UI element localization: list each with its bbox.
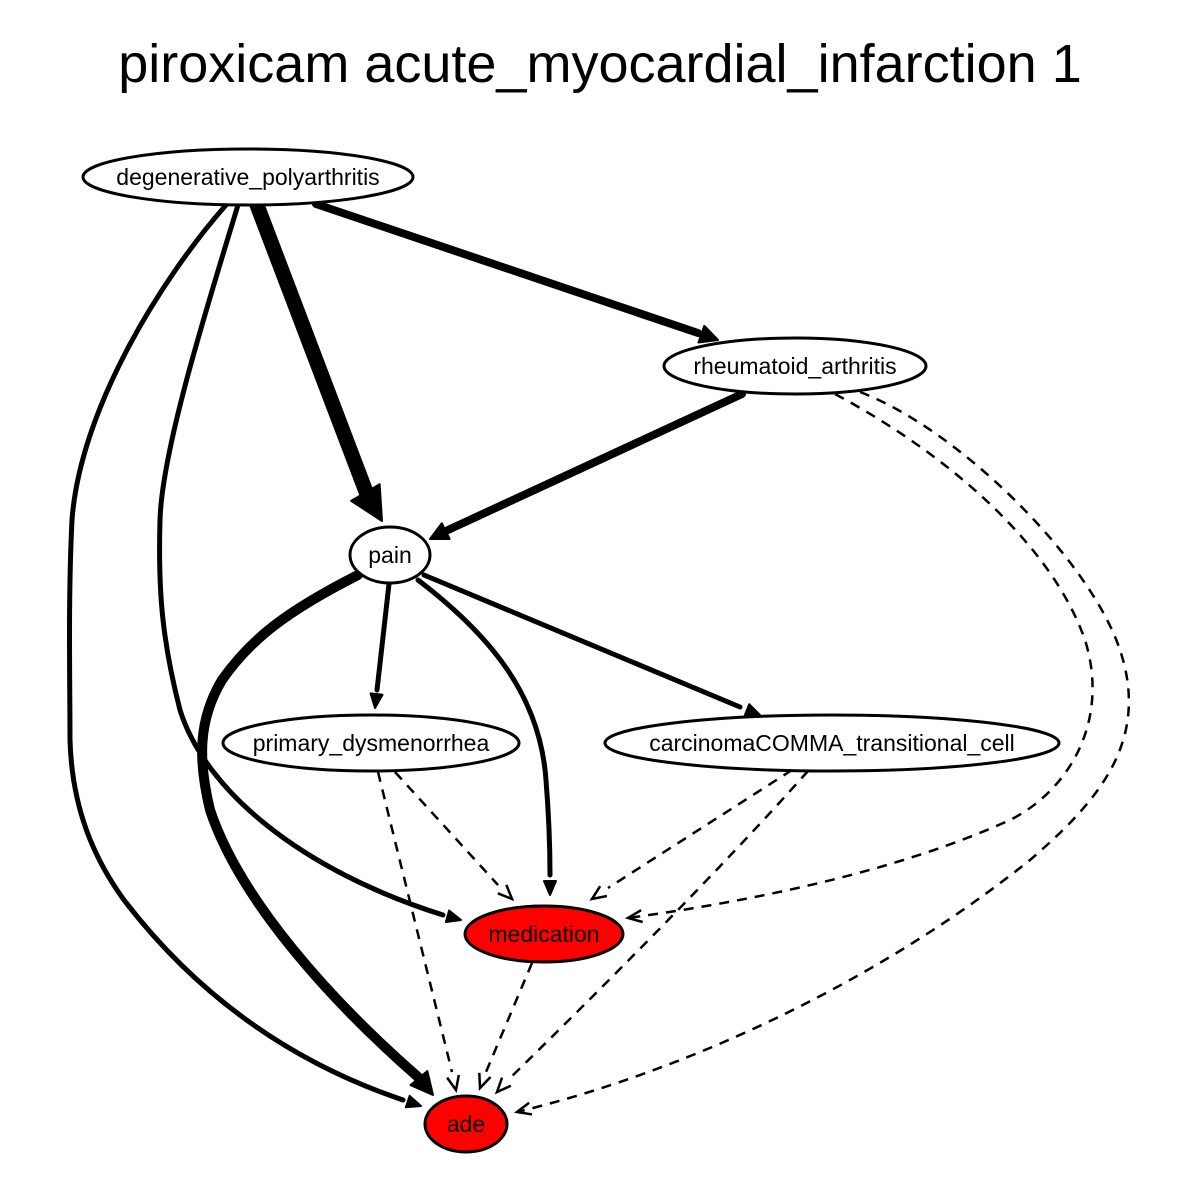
node-label: carcinomaCOMMA_transitional_cell xyxy=(649,730,1015,756)
edge-line xyxy=(421,572,743,710)
node-label: degenerative_polyarthritis xyxy=(116,164,379,190)
edge-arrowhead xyxy=(350,483,383,522)
node-ellipse xyxy=(423,1094,509,1154)
node-ellipse xyxy=(81,147,415,207)
graph-title: piroxicam acute_myocardial_infarction 1 xyxy=(118,34,1081,94)
node-label: medication xyxy=(488,921,599,947)
edge-degenerative_polyarthritis-to-ade xyxy=(67,202,422,1109)
edge-arrowhead xyxy=(513,1101,533,1116)
edge-line xyxy=(415,577,553,878)
edge-arrowhead xyxy=(478,1072,492,1091)
edge-line xyxy=(507,770,809,1081)
edge-arrowhead xyxy=(444,909,462,924)
edge-primary_dysmenorrhea-to-medication xyxy=(394,771,515,902)
node-rheumatoid_arthritis: rheumatoid_arthritis xyxy=(662,336,928,396)
node-medication: medication xyxy=(463,904,625,964)
node-label: primary_dysmenorrhea xyxy=(253,730,490,756)
edge-degenerative_polyarthritis-to-pain xyxy=(249,197,383,522)
edge-pain-to-primary_dysmenorrhea xyxy=(369,581,392,709)
node-label: ade xyxy=(447,1111,485,1137)
edge-line xyxy=(374,581,392,693)
edge-arrowhead xyxy=(404,1094,422,1109)
edge-arrowhead xyxy=(494,1077,512,1095)
node-ade: ade xyxy=(423,1094,509,1154)
edge-line xyxy=(627,392,1094,920)
node-primary_dysmenorrhea: primary_dysmenorrhea xyxy=(221,713,521,773)
edge-rheumatoid_arthritis-to-pain xyxy=(429,390,746,540)
edge-arrowhead xyxy=(446,1074,461,1094)
edges-layer xyxy=(67,197,1130,1116)
edge-primary_dysmenorrhea-to-ade xyxy=(376,771,461,1094)
node-ellipse xyxy=(463,904,625,964)
edge-line xyxy=(376,771,454,1073)
node-label: pain xyxy=(368,542,411,568)
edge-line xyxy=(197,570,423,1082)
node-ellipse xyxy=(348,525,432,585)
edge-line xyxy=(516,390,1130,1114)
node-pain: pain xyxy=(348,525,432,585)
edge-carcinoma_transitional_cell-to-ade xyxy=(494,770,809,1095)
node-ellipse xyxy=(221,713,521,773)
node-degenerative_polyarthritis: degenerative_polyarthritis xyxy=(81,147,415,207)
edge-arrowhead xyxy=(543,880,557,896)
edge-degenerative_polyarthritis-to-rheumatoid_arthritis xyxy=(312,200,719,344)
edge-arrowhead xyxy=(624,909,644,924)
node-label: rheumatoid_arthritis xyxy=(693,353,896,379)
edge-line xyxy=(394,771,499,886)
edge-arrowhead xyxy=(369,692,384,709)
edge-arrowhead xyxy=(589,885,608,901)
node-carcinoma_transitional_cell: carcinomaCOMMA_transitional_cell xyxy=(603,713,1061,773)
edge-arrowhead xyxy=(409,1070,434,1096)
edge-line xyxy=(312,200,702,337)
edge-line xyxy=(444,390,746,534)
node-ellipse xyxy=(662,336,928,396)
edge-line xyxy=(607,768,793,890)
edge-line xyxy=(157,202,446,918)
edge-rheumatoid_arthritis-to-ade xyxy=(513,390,1130,1116)
edge-line xyxy=(67,202,406,1103)
edge-rheumatoid_arthritis-to-medication xyxy=(624,392,1094,924)
edge-pain-to-medication xyxy=(415,577,557,896)
edge-medication-to-ade xyxy=(478,962,534,1091)
edge-pain-to-ade xyxy=(197,570,434,1096)
edge-arrowhead xyxy=(497,884,515,902)
edge-degenerative_polyarthritis-to-medication xyxy=(157,202,462,924)
edge-arrowhead xyxy=(429,522,451,540)
edge-line xyxy=(249,197,376,505)
edge-line xyxy=(484,962,534,1073)
edge-arrowhead xyxy=(697,324,719,344)
nodes-layer: degenerative_polyarthritis rheumatoid_art… xyxy=(81,147,1061,1154)
node-ellipse xyxy=(603,713,1061,773)
edge-carcinoma_transitional_cell-to-medication xyxy=(589,768,793,901)
